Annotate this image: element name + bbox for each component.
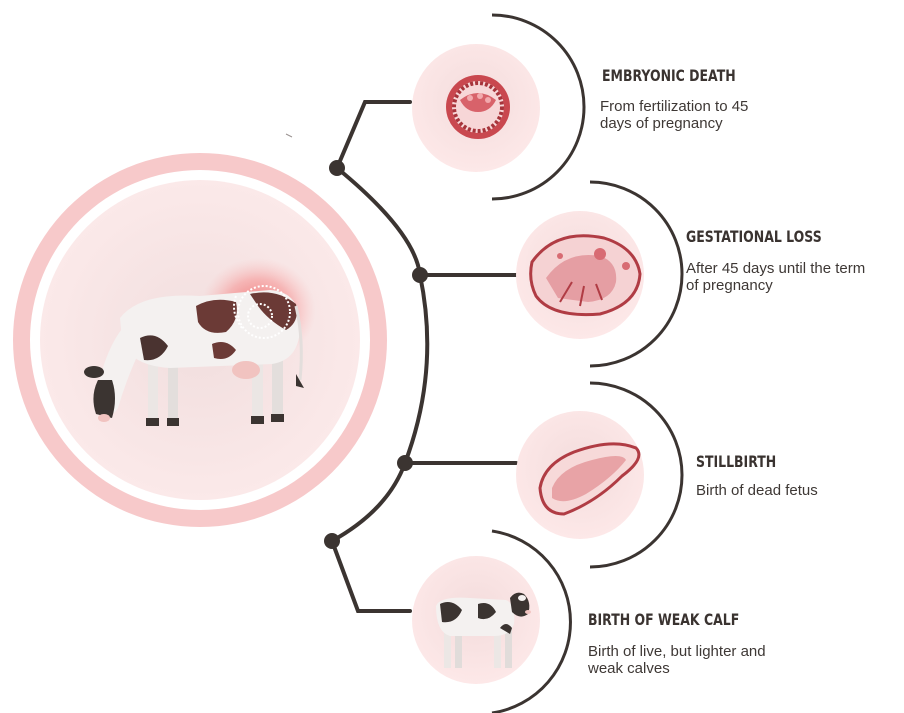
stage-desc-stillbirth-line1: Birth of dead fetus bbox=[696, 482, 818, 499]
stage-title-stillbirth: STILLBIRTH bbox=[696, 452, 776, 471]
stage-title-gestational-loss: GESTATIONAL LOSS bbox=[686, 227, 822, 246]
embryo-icon bbox=[446, 75, 510, 139]
stage-title-weak-calf: BIRTH OF WEAK CALF bbox=[588, 610, 739, 629]
stage-desc-gestational-loss-line2: of pregnancy bbox=[686, 277, 773, 294]
stage-title-embryonic-death: EMBRYONIC DEATH bbox=[602, 66, 736, 85]
stage-desc-embryonic-death-line1: From fertilization to 45 bbox=[600, 98, 748, 115]
fetus-in-amnion-icon bbox=[531, 236, 640, 315]
stage-desc-embryonic-death-line2: days of pregnancy bbox=[600, 115, 723, 132]
stage-desc-weak-calf-line2: weak calves bbox=[588, 660, 670, 677]
stage-desc-gestational-loss-line1: After 45 days until the term bbox=[686, 260, 865, 277]
stage-desc-weak-calf-line1: Birth of live, but lighter and bbox=[588, 643, 766, 660]
